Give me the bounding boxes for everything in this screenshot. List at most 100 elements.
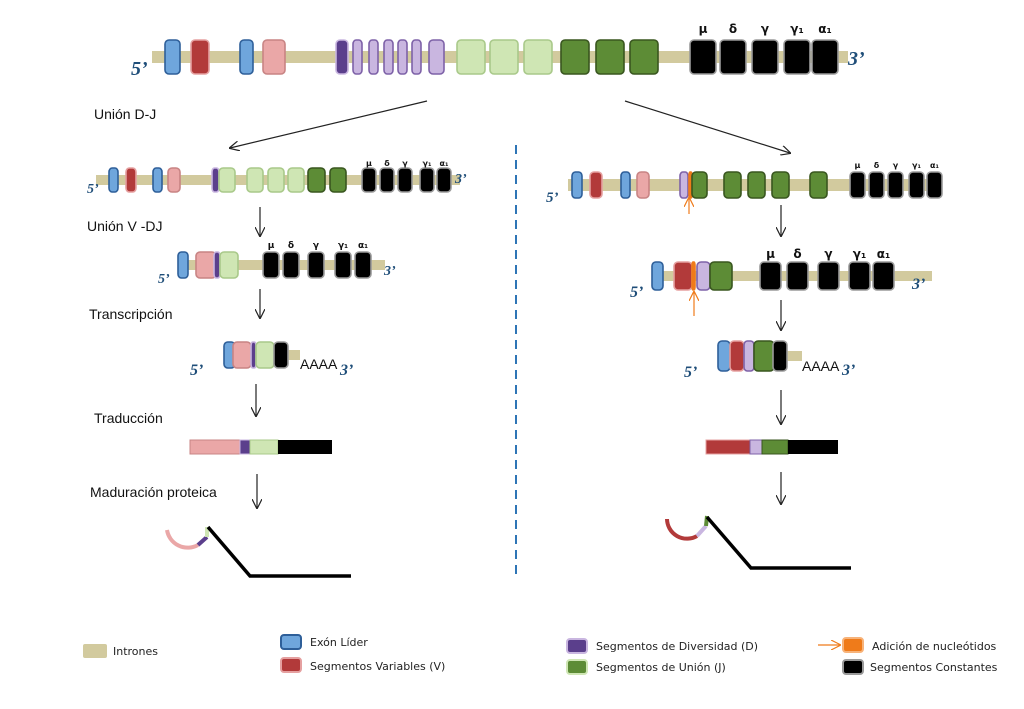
left-dj-joining-2 bbox=[329, 167, 347, 193]
right-dj-constant-label-1: μ bbox=[855, 161, 861, 170]
right-dj-constant-2 bbox=[868, 171, 885, 199]
right-dj-diversity bbox=[679, 171, 689, 199]
right-folded-constant bbox=[705, 515, 851, 570]
germline-constant-4 bbox=[783, 39, 811, 75]
germline-diversity-1 bbox=[335, 39, 349, 75]
left-dj-variable-2 bbox=[167, 167, 181, 193]
right-dj-constant-label-5: α₁ bbox=[930, 161, 939, 170]
right-rna-constant bbox=[772, 340, 788, 372]
germline-leader-1 bbox=[164, 39, 181, 75]
five-prime-right-vdj: 5’ bbox=[630, 284, 644, 301]
right-vdj-constant-4 bbox=[848, 261, 871, 291]
germline-leader-2 bbox=[239, 39, 254, 75]
germline-constant-3 bbox=[751, 39, 779, 75]
right-vdj-constant-label-3: γ bbox=[824, 247, 832, 261]
right-dj-joining-1 bbox=[691, 171, 708, 199]
three-prime-left-rna: 3’ bbox=[340, 362, 354, 379]
right-vdj-nucleotide-add bbox=[691, 261, 696, 291]
right-vdj-constant-label-5: α₁ bbox=[877, 247, 891, 261]
legend-nucleotides: Adición de nucleótidos bbox=[872, 640, 997, 653]
right-rna-joining bbox=[753, 340, 775, 372]
three-prime-right-rna: 3’ bbox=[842, 362, 856, 379]
legend-swatch-introns bbox=[83, 644, 107, 658]
right-protein-variable bbox=[705, 439, 751, 455]
left-vdj-constant-label-2: δ bbox=[288, 241, 294, 251]
germline-joining-light-2 bbox=[489, 39, 519, 75]
germline-constant-label-5: α₁ bbox=[818, 22, 832, 36]
right-dj-joining-4 bbox=[771, 171, 790, 199]
germline-variable-1 bbox=[190, 39, 210, 75]
left-vdj-constant-4 bbox=[334, 251, 352, 279]
germline-constant-2 bbox=[719, 39, 747, 75]
left-dj-joining-light-4 bbox=[287, 167, 305, 193]
legend-constant: Segmentos Constantes bbox=[870, 661, 998, 674]
left-dj-constant-1 bbox=[361, 167, 377, 193]
five-prime-left-rna: 5’ bbox=[190, 362, 204, 379]
right-vdj-leader bbox=[651, 261, 664, 291]
right-vdj-diversity bbox=[696, 261, 711, 291]
right-folded-diversity bbox=[695, 524, 708, 538]
right-vdj-constant-1 bbox=[759, 261, 782, 291]
five-prime-left-vdj: 5’ bbox=[158, 272, 170, 287]
germline-diversity-5 bbox=[397, 39, 408, 75]
step-translation: Traducción bbox=[94, 410, 163, 426]
left-protein-variable bbox=[189, 439, 241, 455]
right-dj-leader-2 bbox=[620, 171, 631, 199]
three-prime-left-vdj: 3’ bbox=[384, 264, 396, 279]
right-vdj-constant-label-1: μ bbox=[766, 247, 775, 261]
right-vdj-constant-label-2: δ bbox=[793, 247, 801, 261]
germline-variable-2 bbox=[262, 39, 286, 75]
left-dj-joining-light-1 bbox=[218, 167, 236, 193]
right-vdj-constant-label-4: γ₁ bbox=[853, 247, 866, 261]
left-vdj-intron-bar bbox=[178, 260, 385, 270]
left-dj-constant-label-4: γ₁ bbox=[423, 159, 432, 168]
left-vdj-joining bbox=[219, 251, 239, 279]
right-dj-constant-label-3: γ bbox=[893, 161, 899, 170]
left-rna-tail-bar bbox=[285, 350, 300, 360]
germline-constant-label-4: γ₁ bbox=[790, 22, 803, 36]
right-vdj-constant-5 bbox=[872, 261, 895, 291]
left-folded-variable bbox=[165, 529, 199, 550]
legend-leader: Exón Líder bbox=[310, 636, 368, 649]
left-dj-constant-2 bbox=[379, 167, 395, 193]
step-vdj-join: Unión V -DJ bbox=[87, 218, 163, 234]
right-rna-leader bbox=[717, 340, 731, 372]
right-vdj-variable bbox=[673, 261, 693, 291]
left-vdj-diversity bbox=[213, 251, 221, 279]
left-rna-constant bbox=[273, 341, 289, 369]
left-dj-constant-4 bbox=[419, 167, 435, 193]
legend-swatch-nucleotides bbox=[842, 637, 864, 653]
germline-joining-light-3 bbox=[523, 39, 553, 75]
legend-introns: Intrones bbox=[113, 645, 159, 658]
legend-swatch-constant bbox=[842, 659, 864, 675]
germline-constant-label-3: γ bbox=[761, 22, 769, 36]
left-protein-constant bbox=[278, 440, 332, 454]
five-prime-germline: 5’ bbox=[131, 58, 148, 80]
poly-a-right: AAAA bbox=[802, 358, 840, 374]
legend-swatch-leader bbox=[280, 634, 302, 650]
germline-diversity-7 bbox=[428, 39, 445, 75]
three-prime-left-dj: 3’ bbox=[455, 172, 467, 187]
left-folded-diversity bbox=[196, 535, 209, 547]
left-dj-leader-1 bbox=[108, 167, 119, 193]
germline-diversity-3 bbox=[368, 39, 379, 75]
germline-diversity-4 bbox=[383, 39, 394, 75]
arrow-germline-to-right bbox=[624, 100, 790, 153]
legend-joining: Segmentos de Unión (J) bbox=[596, 661, 726, 674]
germline-constant-label-2: δ bbox=[729, 22, 737, 36]
step-transcription: Transcripción bbox=[89, 306, 173, 322]
germline-constant-5 bbox=[811, 39, 839, 75]
right-rna-diversity bbox=[743, 340, 755, 372]
germline-constant-label-1: μ bbox=[699, 22, 708, 36]
germline-diversity-2 bbox=[352, 39, 363, 75]
legend-variable: Segmentos Variables (V) bbox=[310, 660, 446, 673]
right-dj-joining-2 bbox=[723, 171, 742, 199]
legend-swatch-joining bbox=[566, 659, 588, 675]
germline-joining-1 bbox=[560, 39, 590, 75]
left-dj-joining-1 bbox=[307, 167, 326, 193]
right-dj-constant-1 bbox=[849, 171, 866, 199]
right-vdj-constant-3 bbox=[817, 261, 840, 291]
right-dj-variable-1 bbox=[589, 171, 603, 199]
right-dj-joining-5 bbox=[809, 171, 828, 199]
